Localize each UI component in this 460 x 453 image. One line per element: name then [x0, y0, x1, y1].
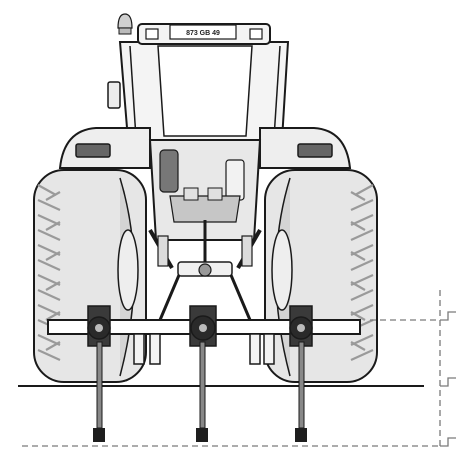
- rear-housing: [148, 139, 262, 321]
- license-plate: [169, 24, 237, 40]
- right-tail-light: [297, 143, 333, 158]
- left-rear-tyre: [33, 169, 147, 383]
- cab: 873 GB 49: [107, 13, 290, 141]
- depth-dimension-lines: [22, 290, 441, 447]
- depth-step-markers: [440, 311, 456, 447]
- fenders: [58, 127, 352, 169]
- tine-unit-left: [87, 305, 111, 442]
- left-tail-light: [75, 143, 111, 158]
- tine-unit-centre: [189, 305, 217, 442]
- right-rear-tyre: [264, 169, 378, 383]
- beacon-light: [117, 13, 133, 29]
- tine-unit-right: [289, 305, 313, 442]
- license-plate-text: 873 GB 49: [186, 30, 220, 37]
- side-mirror: [107, 81, 121, 109]
- toolbar-supports: [133, 333, 275, 365]
